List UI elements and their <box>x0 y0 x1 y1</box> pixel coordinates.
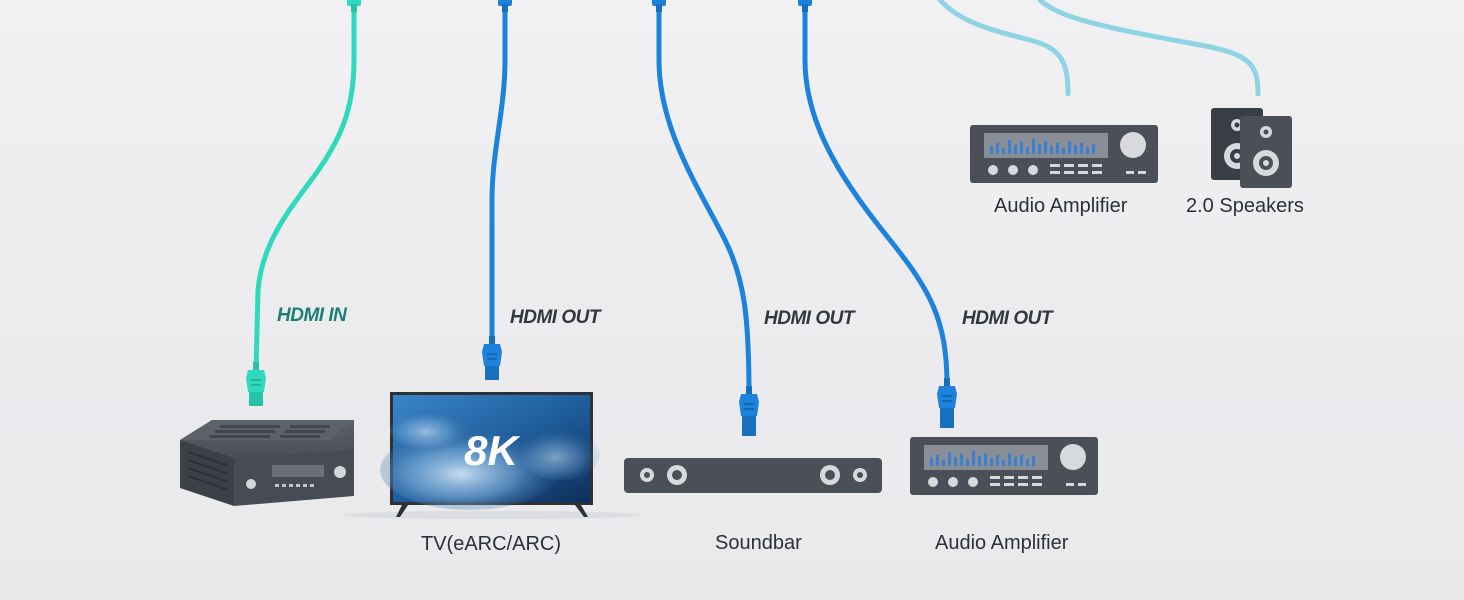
hdmi-in-cable <box>246 0 361 406</box>
hdmi-connector-icon <box>498 0 512 12</box>
hdmi-out-soundbar-label: HDMI OUT <box>764 308 854 329</box>
hdmi-connector-icon <box>246 362 266 406</box>
hdmi-out-cable-tv <box>482 0 512 380</box>
av-receiver-icon <box>180 420 354 506</box>
wire-to-speakers <box>1037 0 1261 97</box>
speakers-icon <box>1211 108 1292 188</box>
hdmi-connector-icon <box>482 336 502 380</box>
hdmi-in-label: HDMI IN <box>277 305 347 326</box>
tv-icon: 8K <box>342 392 642 519</box>
speakers-label: 2.0 Speakers <box>1186 195 1304 217</box>
hdmi-connector-icon <box>652 0 666 12</box>
hdmi-connector-icon <box>937 378 957 428</box>
hdmi-out-tv-label: HDMI OUT <box>510 307 600 328</box>
soundbar-icon <box>624 458 882 493</box>
hdmi-connector-icon <box>347 0 361 12</box>
hdmi-out-cable-soundbar <box>652 0 759 436</box>
hdmi-out-amplifier-label: HDMI OUT <box>962 308 1052 329</box>
amplifier-icon <box>910 437 1098 495</box>
soundbar-label: Soundbar <box>715 532 802 554</box>
top-amplifier-label: Audio Amplifier <box>994 195 1128 217</box>
wire-to-top-amplifier <box>937 0 1071 97</box>
tv-label: TV(eARC/ARC) <box>421 533 562 555</box>
analog-wires <box>937 0 1261 97</box>
tv-screen-text: 8K <box>464 427 520 474</box>
amplifier-icon <box>970 125 1158 183</box>
hdmi-connector-icon <box>798 0 812 12</box>
amplifier-label: Audio Amplifier <box>935 532 1069 554</box>
hdmi-connector-icon <box>739 386 759 436</box>
hdmi-out-cable-amplifier <box>798 0 957 428</box>
